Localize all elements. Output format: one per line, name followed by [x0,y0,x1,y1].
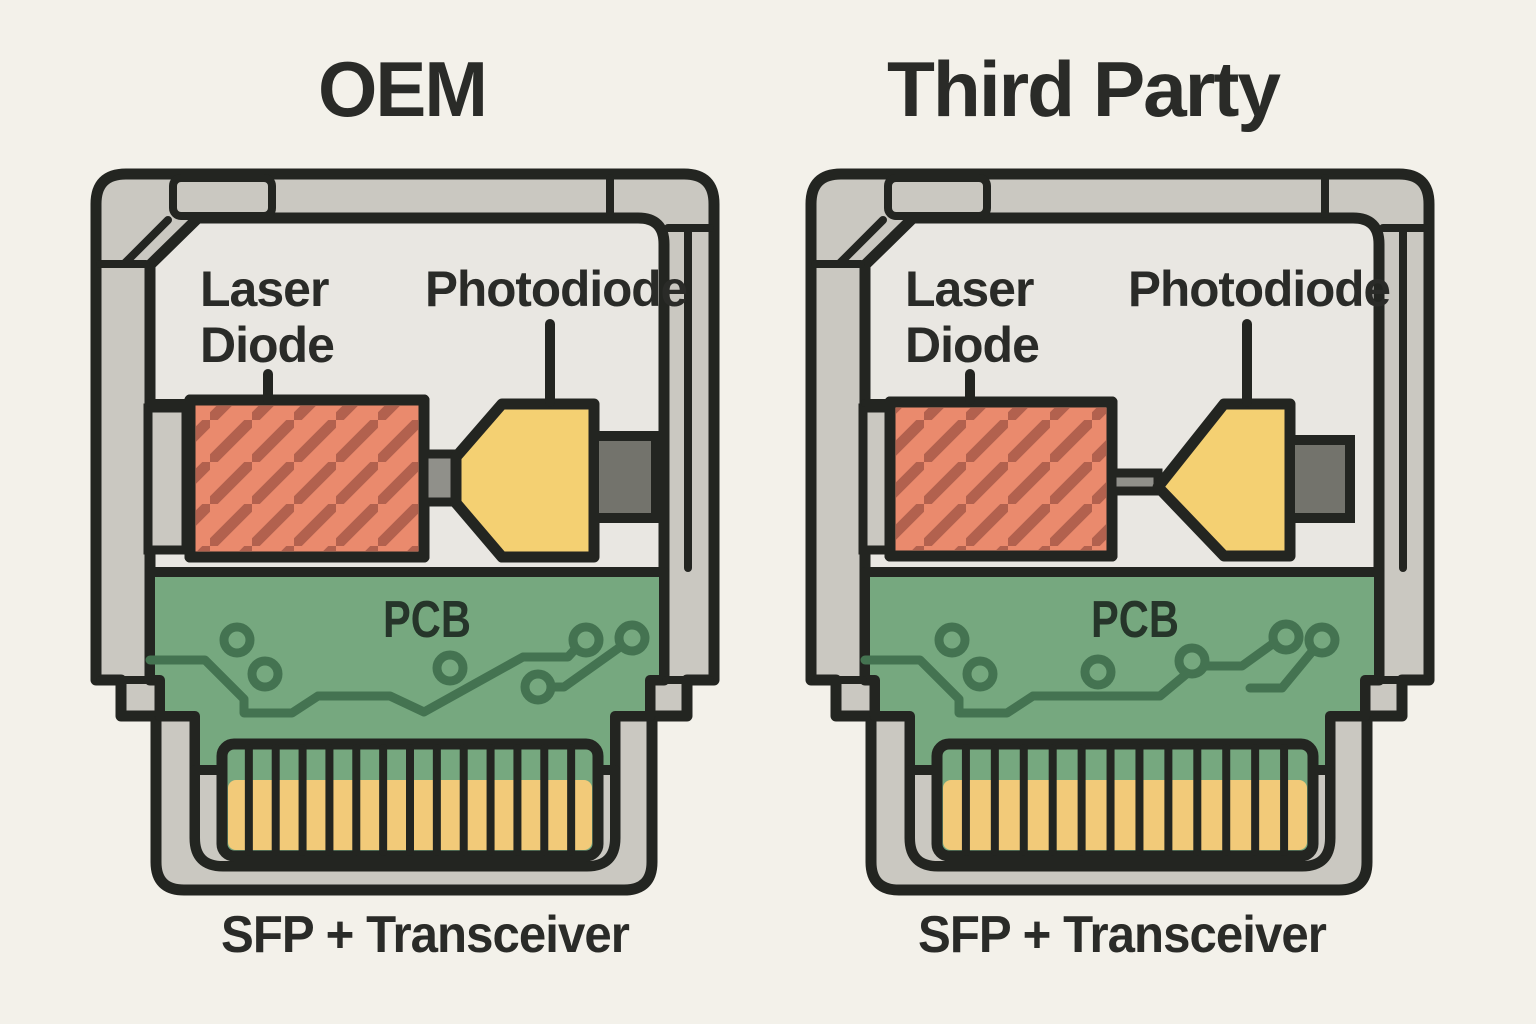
pcb-via [962,656,998,692]
laser-diode-label-line1: Laser [200,261,329,317]
photodiode-shape [1152,398,1296,562]
laser-diode-label-line2: Diode [905,317,1039,373]
laser-diode-shape [884,396,1118,562]
laser-hatch-pattern [196,406,418,551]
pcb-via [247,656,283,692]
photodiode-label: Photodiode [1128,261,1390,317]
fiber-receptacle [1285,435,1355,523]
pcb-trace [860,635,1283,718]
pcb-via [614,620,650,656]
pcb-via [1304,622,1340,658]
panel-caption: SFP + Transceiver [221,906,630,964]
pcb-via [1268,619,1304,655]
pcb-via [219,622,255,658]
pcb-via [1174,643,1210,679]
pcb-label: PCB [383,591,471,649]
panel-title: OEM [318,45,486,133]
panel-caption: SFP + Transceiver [918,906,1327,964]
pcb-via [934,622,970,658]
edge-connector-pins [961,744,1289,856]
fiber-receptacle [589,431,661,523]
optical-coupler [1107,468,1163,496]
edge-connector-pins [244,744,576,856]
pcb-via [520,669,556,705]
pcb-label: PCB [1091,591,1179,649]
photodiode-shape [450,398,600,563]
pcb-trace [145,641,583,718]
laser-diode-label-line1: Laser [905,261,1034,317]
laser-hatch-pattern [896,408,1106,550]
pcb-via [568,622,604,658]
oem-panel: OEM Laser Diode Photodiode PCB [96,45,714,964]
pcb-via [1080,654,1116,690]
laser-diode-label-line2: Diode [200,317,334,373]
third-party-panel: Third Party Laser Diode Photodiode [811,45,1429,964]
pcb-via [432,650,468,686]
pcb-trace [1245,637,1325,693]
panel-title: Third Party [887,45,1281,133]
laser-diode-shape [184,394,430,563]
photodiode-label: Photodiode [425,261,687,317]
